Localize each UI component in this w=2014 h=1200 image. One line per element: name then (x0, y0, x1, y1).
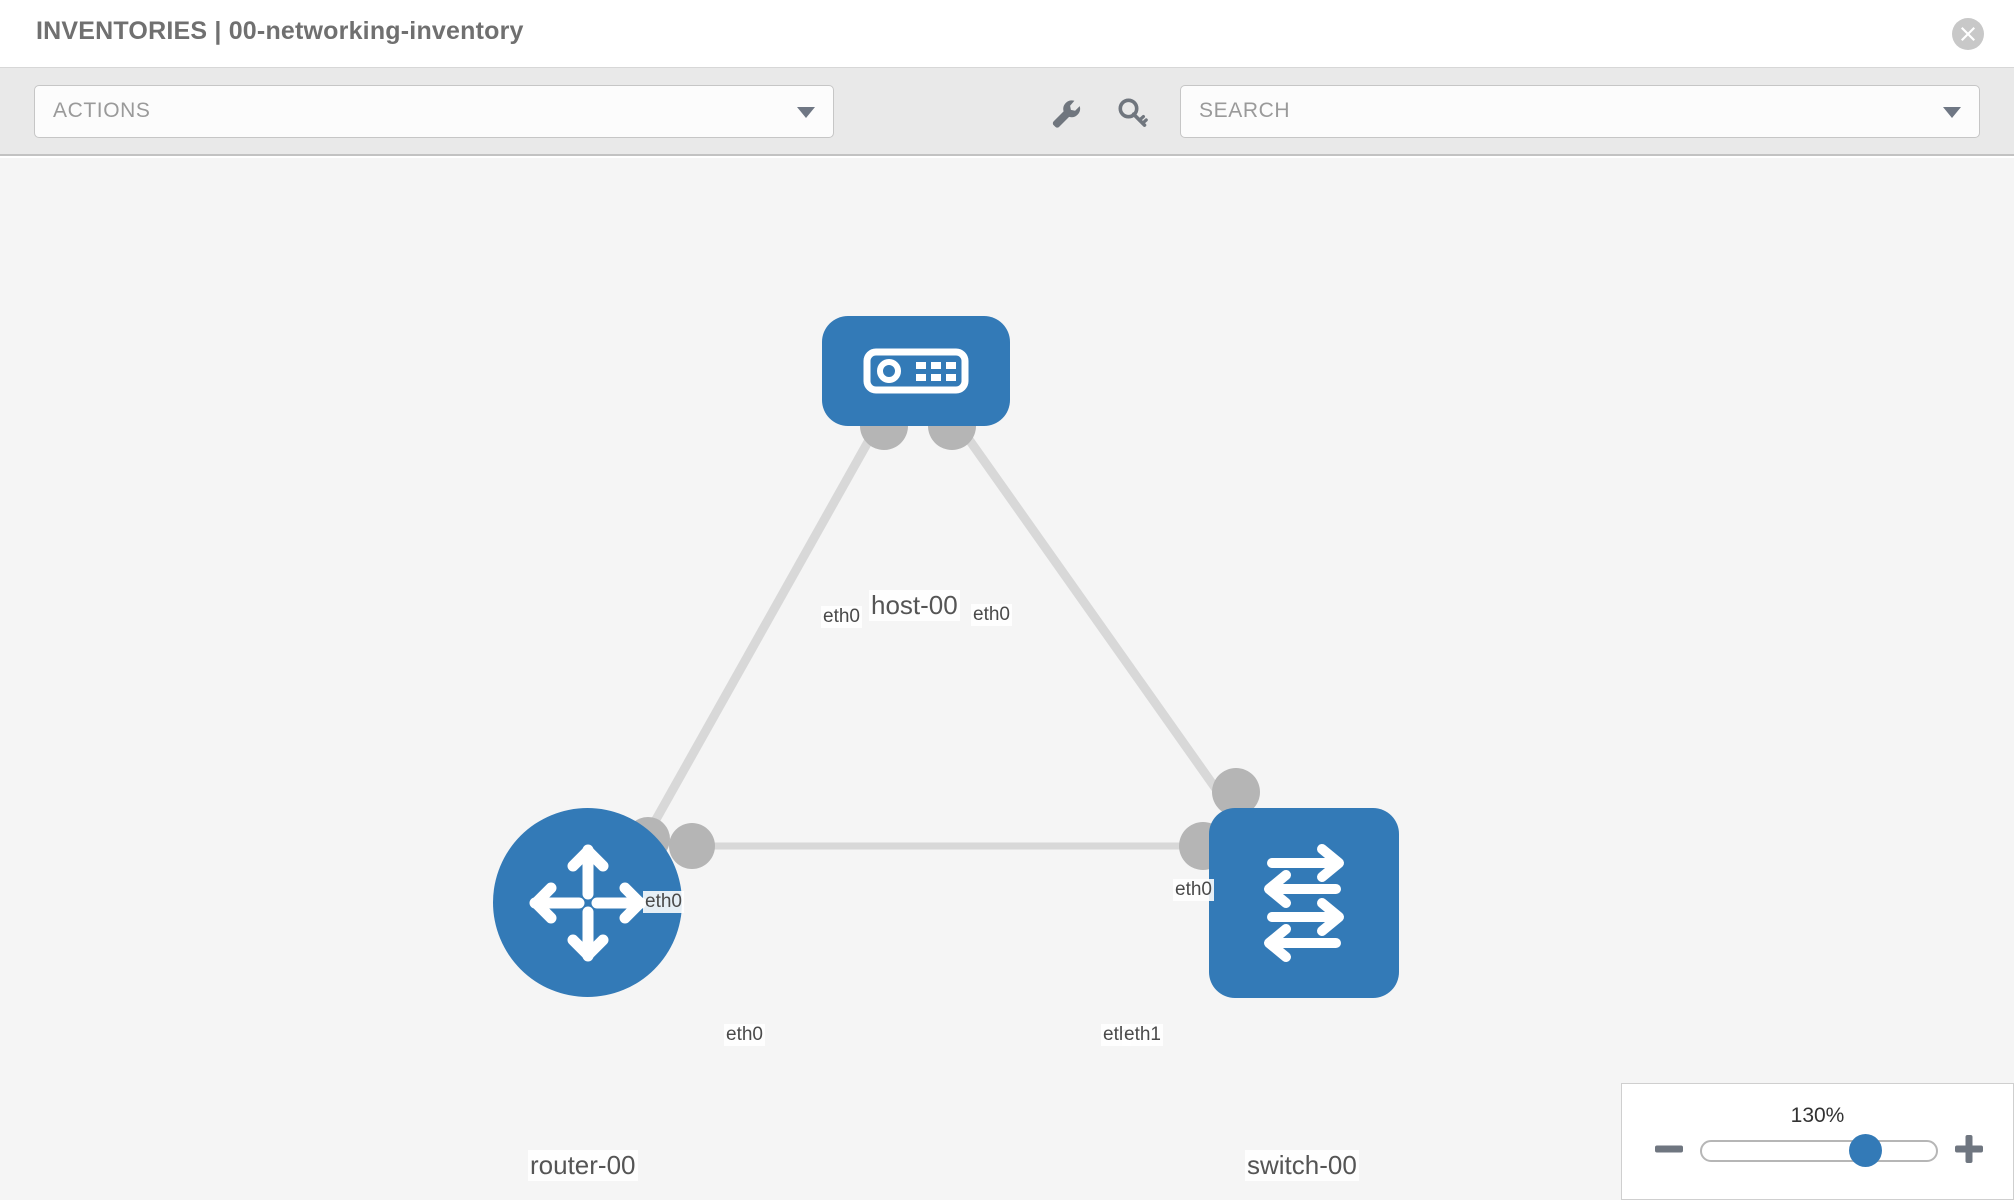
close-icon[interactable] (1952, 18, 1984, 50)
edge-label-switch-eth1: eth1 (1122, 1024, 1163, 1046)
edge-label-router-eth0-up: eth0 (643, 891, 684, 913)
topology-graph (626, 402, 1260, 870)
zoom-control-panel: 130% (1621, 1083, 2014, 1200)
topology-node-router-00[interactable] (493, 808, 682, 997)
edge-label-switch-eth0-up: eth0 (1173, 879, 1214, 901)
edge-host-switch (954, 421, 1249, 833)
node-label-host-00: host-00 (869, 590, 960, 621)
chevron-down-icon[interactable] (1943, 107, 1961, 118)
plus-icon[interactable] (1952, 1132, 1986, 1166)
node-label-switch-00: switch-00 (1245, 1150, 1359, 1181)
zoom-slider-track[interactable] (1700, 1140, 1938, 1162)
port-router-eth0-rt (669, 823, 715, 869)
actions-dropdown-label: ACTIONS (53, 99, 151, 122)
topology-canvas[interactable]: host-00 router-00 switch-00 eth0 eth0 et… (0, 158, 2014, 1200)
server-icon (863, 348, 969, 394)
switch-icon (1264, 844, 1344, 962)
router-icon (529, 844, 646, 961)
topology-node-switch-00[interactable] (1209, 808, 1399, 998)
zoom-slider-thumb[interactable] (1849, 1134, 1882, 1167)
topology-node-host-00[interactable] (822, 316, 1010, 426)
page-header: INVENTORIES | 00-networking-inventory (0, 0, 2014, 68)
search-input[interactable]: SEARCH (1180, 85, 1980, 138)
topology-edges (636, 421, 1249, 851)
actions-dropdown[interactable]: ACTIONS (34, 85, 834, 138)
minus-icon[interactable] (1652, 1132, 1686, 1166)
edge-label-host-eth0-right: eth0 (971, 604, 1012, 626)
search-placeholder: SEARCH (1199, 99, 1291, 122)
port-switch-eth0-up (1212, 768, 1260, 816)
zoom-level-value: 130% (1790, 1104, 1845, 1127)
edge-label-router-eth0-right: eth0 (724, 1024, 765, 1046)
key-icon[interactable] (1113, 94, 1153, 134)
node-label-router-00: router-00 (528, 1150, 638, 1181)
edge-host-router (636, 421, 882, 851)
chevron-down-icon (797, 107, 815, 118)
topology-ports (626, 402, 1260, 870)
wrench-icon[interactable] (1046, 94, 1086, 134)
page-title: INVENTORIES | 00-networking-inventory (36, 17, 524, 45)
edge-label-host-eth0-left: eth0 (821, 606, 862, 628)
